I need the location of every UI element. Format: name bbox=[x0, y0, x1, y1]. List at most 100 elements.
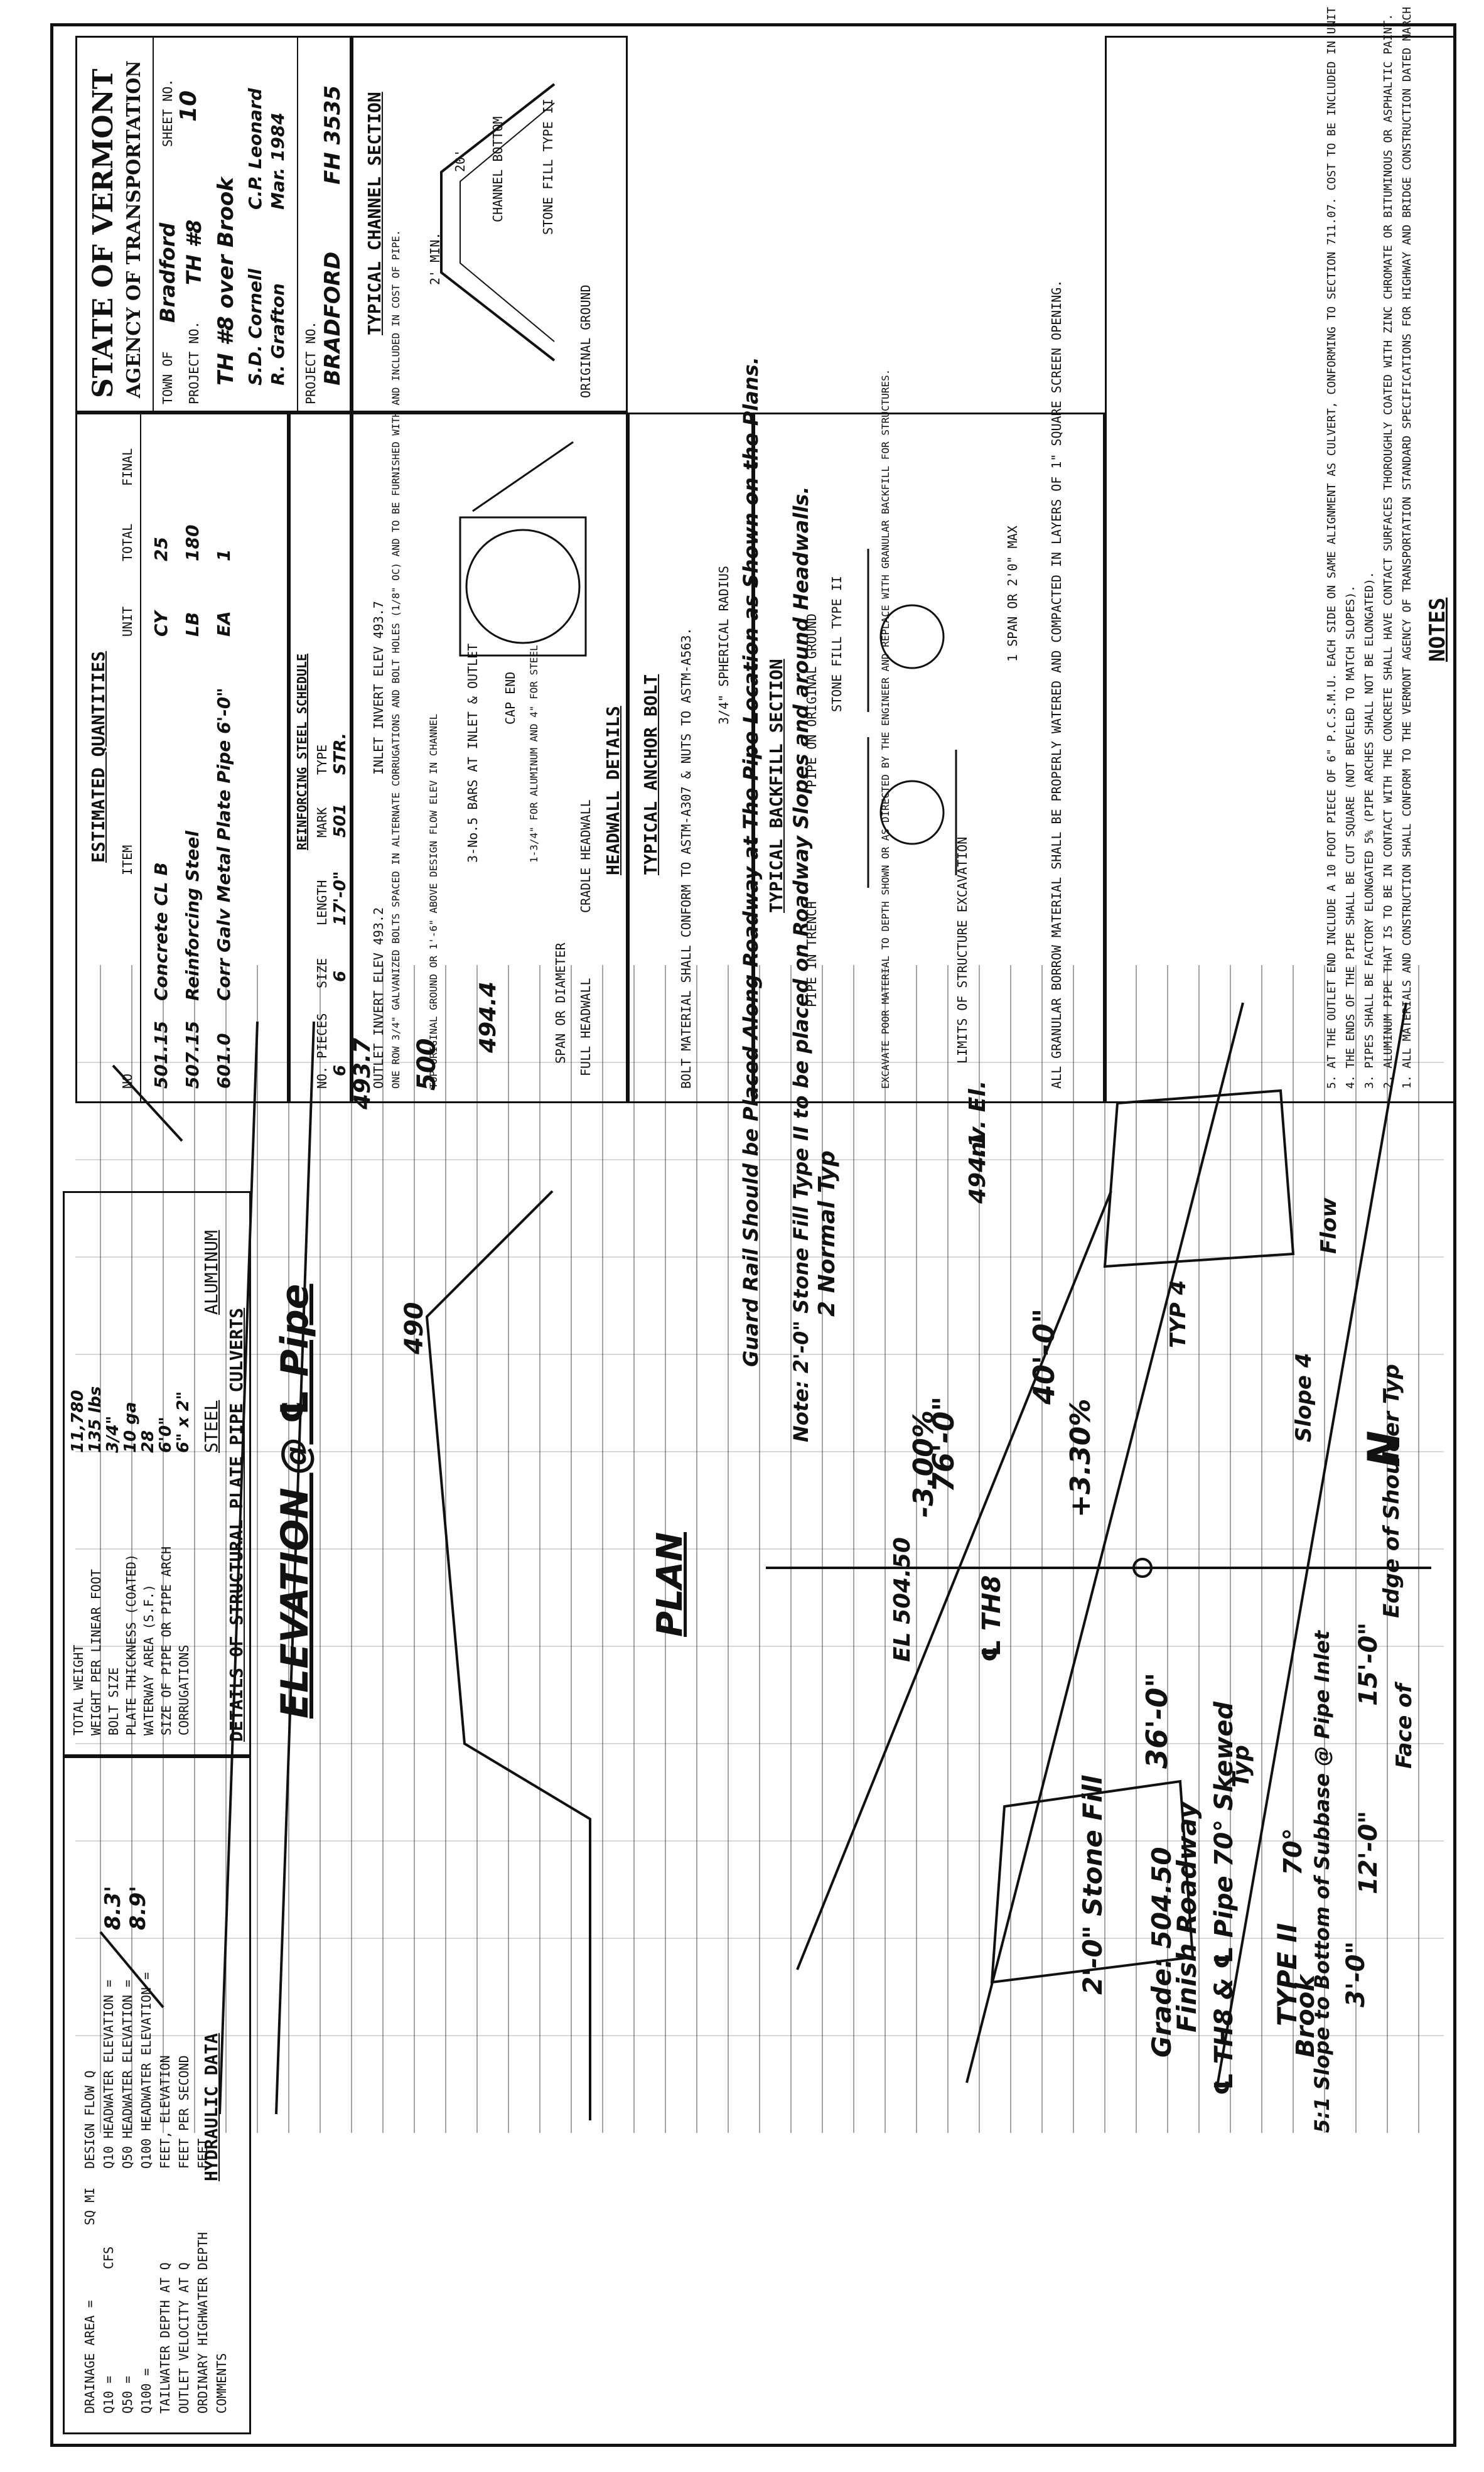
span-note: 1 SPAN OR 2'0" MAX bbox=[1005, 526, 1020, 662]
details-value: 10 ga bbox=[121, 1401, 140, 1453]
quantity-no: 507.15 bbox=[182, 1020, 203, 1089]
backfill-stone-fill: STONE FILL TYPE II bbox=[829, 576, 844, 712]
quantity-total: 180 bbox=[182, 524, 203, 561]
quantities-header: ITEM bbox=[120, 845, 135, 875]
details-by: C.P. Leonard bbox=[245, 88, 266, 210]
finish-roadway-label: Finish Roadway bbox=[1171, 1801, 1202, 2032]
quantities-title: ESTIMATED QUANTITIES bbox=[88, 650, 109, 863]
fh-number: FH 3535 bbox=[320, 85, 345, 185]
headwall-sketch bbox=[459, 441, 587, 657]
edge-shoulder-label: Edge of Shoulder Typ bbox=[1379, 1364, 1404, 1618]
note-item: 3. PIPES SHALL BE FACTORY ELONGATED 5% (… bbox=[1363, 571, 1376, 1089]
note-item: 1. ALL MATERIALS AND CONSTRUCTION SHALL … bbox=[1401, 0, 1414, 1089]
title-rule bbox=[153, 38, 154, 411]
elevation-title: ELEVATION @ ℄ Pipe bbox=[273, 1283, 317, 1719]
details-value: 3/4" bbox=[104, 1415, 122, 1453]
face-of-label: Face of bbox=[1392, 1683, 1417, 1769]
quantity-item: Concrete CL B bbox=[151, 862, 171, 1001]
rebar-cell: 501 bbox=[331, 803, 350, 838]
project-no-label: PROJECT NO. bbox=[303, 321, 318, 404]
span-diameter: SPAN OR DIAMETER bbox=[553, 942, 568, 1064]
details-row: BOLT SIZE bbox=[106, 1667, 121, 1735]
anchor-box: TYPICAL ANCHOR BOLT BOLT MATERIAL SHALL … bbox=[628, 413, 753, 1103]
details-value: 135 lbs bbox=[86, 1386, 105, 1453]
project-label: PROJECT NO. bbox=[186, 321, 202, 404]
slope4-label: Slope 4 bbox=[1291, 1352, 1316, 1442]
dim-30: 3'-0" bbox=[1342, 1941, 1370, 2007]
q100: Q100 = bbox=[139, 2368, 154, 2414]
quantity-item: Reinforcing Steel bbox=[182, 831, 203, 1001]
type-ii-label: TYPE II bbox=[1272, 1923, 1303, 2026]
details-row: TOTAL WEIGHT bbox=[71, 1644, 86, 1736]
quantities-rule bbox=[140, 414, 141, 1101]
details-title: DETAILS OF STRUCTURAL PLATE PIPE CULVERT… bbox=[226, 1307, 247, 1742]
typ4-label: TYP 4 bbox=[1166, 1280, 1191, 1348]
outlet-velocity: OUTLET VELOCITY AT Q bbox=[176, 2262, 191, 2414]
rebar-header: MARK bbox=[315, 807, 330, 838]
details-row: PLATE THICKNESS (COATED) bbox=[124, 1554, 139, 1735]
rebar-title: REINFORCING STEEL SCHEDULE bbox=[294, 653, 309, 850]
project-value: TH #8 bbox=[182, 219, 206, 285]
sheet-label: SHEET NO. bbox=[160, 78, 175, 147]
anchor-radius: 3/4" SPHERICAL RADIUS bbox=[716, 566, 731, 725]
cfs-unit: CFS bbox=[101, 2246, 116, 2269]
hydraulic-data-box: HYDRAULIC DATA DRAINAGE AREA = SQ MI DES… bbox=[63, 1756, 251, 2434]
dim-12: 12'-0" bbox=[1354, 1810, 1383, 1894]
state-title: STATE OF VERMONT bbox=[87, 68, 119, 398]
notes-box: NOTES 1. ALL MATERIALS AND CONSTRUCTION … bbox=[1105, 0, 1456, 1103]
town-value: Bradford bbox=[156, 222, 180, 323]
cap-end: CAP END bbox=[503, 671, 518, 725]
notes-title: NOTES bbox=[1425, 597, 1450, 662]
design-flow: DESIGN FLOW Q bbox=[82, 2070, 97, 2169]
bars-note: 3-No.5 BARS AT INLET & OUTLET bbox=[465, 643, 480, 863]
pipe-on-ground: PIPE ON ORIGINAL GROUND bbox=[804, 613, 819, 787]
steel-column: STEEL bbox=[201, 1400, 222, 1453]
outlet-invert: OUTLET INVERT ELEV 493.2 bbox=[371, 907, 386, 1089]
details-box: DETAILS OF STRUCTURAL PLATE PIPE CULVERT… bbox=[63, 1191, 251, 1756]
skew-label: 70° bbox=[1279, 1828, 1308, 1876]
rebar-cell: 6 bbox=[331, 1064, 350, 1076]
plan-title: PLAN bbox=[650, 1532, 691, 1637]
grid-plan-area bbox=[75, 965, 1444, 2133]
tailwater: TAILWATER DEPTH AT Q bbox=[158, 2262, 173, 2414]
quantities-box: ESTIMATED QUANTITIES NO ITEM UNIT TOTAL … bbox=[75, 413, 289, 1103]
backfill-box: TYPICAL BACKFILL SECTION ALL GRANULAR BO… bbox=[753, 280, 1105, 1103]
date-value: Mar. 1984 bbox=[267, 112, 288, 210]
pipe-in-trench: PIPE IN TRENCH bbox=[804, 901, 819, 1007]
slope-note: 5:1 Slope to Bottom of Subbase @ Pipe In… bbox=[1310, 1630, 1334, 2133]
comments: COMMENTS bbox=[214, 2353, 229, 2414]
rebar-cell: 17'-0" bbox=[331, 871, 350, 926]
dim-40: 40'-0" bbox=[1027, 1308, 1061, 1405]
inlet-invert: INLET INVERT ELEV 493.7 bbox=[371, 601, 386, 775]
ohw: ORDINARY HIGHWATER DEPTH bbox=[195, 2232, 210, 2414]
details-value: 6'0" bbox=[156, 1417, 175, 1453]
q50: Q50 = bbox=[120, 2375, 135, 2414]
rebar-header: SIZE bbox=[315, 958, 330, 988]
cl-th8-short: ℄ TH8 bbox=[977, 1575, 1006, 1662]
anchor-note: BOLT MATERIAL SHALL CONFORM TO ASTM-A307… bbox=[679, 627, 694, 1089]
sheet-value: 10 bbox=[176, 90, 202, 122]
project-no-value: BRADFORD bbox=[320, 251, 345, 386]
quantities-header: TOTAL bbox=[120, 523, 135, 561]
details-value: 11,780 bbox=[68, 1390, 87, 1453]
rebar-header: NO. PIECES bbox=[315, 1013, 330, 1089]
quantity-unit: CY bbox=[151, 611, 171, 637]
details-row: CORRUGATIONS bbox=[176, 1644, 191, 1736]
quantity-unit: EA bbox=[213, 611, 234, 637]
anchor-title: TYPICAL ANCHOR BOLT bbox=[640, 674, 661, 875]
details-value: 6" x 2" bbox=[174, 1391, 193, 1453]
fps: FEET PER SECOND bbox=[176, 2055, 191, 2169]
typ-label: Typ bbox=[1229, 1745, 1254, 1788]
title-rule bbox=[297, 38, 298, 411]
q10-hw: Q10 HEADWATER ELEVATION = bbox=[101, 1979, 116, 2169]
details-row: WEIGHT PER LINEAR FOOT bbox=[89, 1569, 104, 1735]
hw-value-2: 8.9' bbox=[126, 1886, 151, 1930]
description: TH #8 over Brook bbox=[213, 177, 239, 386]
headwall-title: HEADWALL DETAILS bbox=[603, 706, 623, 875]
checked-by: R. Grafton bbox=[267, 283, 288, 386]
dim-76: 76'-0" bbox=[927, 1396, 960, 1492]
slope-330: +3.30% bbox=[1065, 1398, 1097, 1518]
quantity-item: Corr Galv Metal Plate Pipe 6'-0" bbox=[213, 688, 234, 1001]
